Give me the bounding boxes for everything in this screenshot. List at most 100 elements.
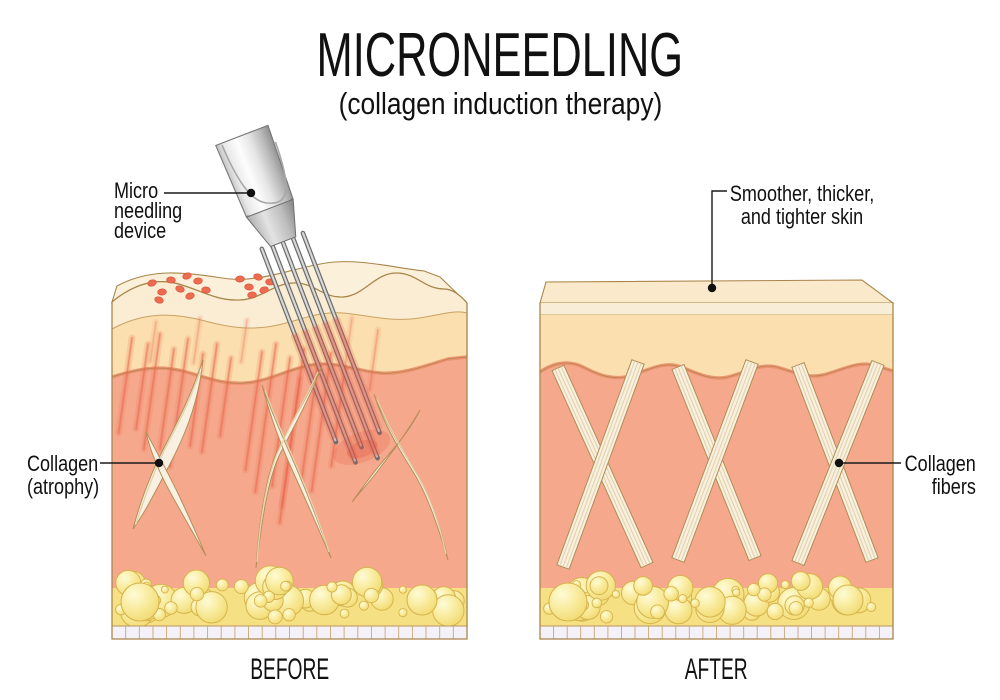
fat-cell <box>650 604 665 620</box>
fat-cell <box>398 608 408 618</box>
label-collagen-atrophy: Collagen (atrophy) <box>27 452 115 498</box>
panel-border <box>111 302 468 640</box>
damage-dot <box>182 272 192 280</box>
fat-cell <box>120 582 160 622</box>
label-line: Collagen <box>904 451 976 476</box>
fiber-strand <box>565 362 642 569</box>
fat-cell <box>267 609 283 625</box>
fat-cell <box>599 610 614 624</box>
inflammation-glow <box>333 429 391 465</box>
needles <box>259 230 382 465</box>
wound-streak <box>134 342 150 431</box>
wound-streak <box>218 356 233 438</box>
wound-streak <box>368 328 380 392</box>
fat-layer <box>115 565 465 628</box>
fat-cell <box>253 594 268 608</box>
wound-streak <box>219 357 232 437</box>
fat-cell <box>326 581 338 593</box>
inflammation-streak <box>314 326 362 444</box>
fat-cell <box>866 602 877 613</box>
leader-lines <box>100 190 901 464</box>
wound-streak <box>190 314 204 367</box>
inflammation-streak <box>311 324 364 447</box>
damage-dot <box>253 273 263 281</box>
after-panel <box>539 279 895 640</box>
fat-cell <box>358 600 369 611</box>
wound-streak <box>310 351 333 493</box>
inflammation-streak <box>321 320 380 458</box>
fiber-strand <box>559 360 636 567</box>
wound-streak <box>156 345 178 453</box>
device-body-seam <box>221 141 287 205</box>
wound-streak <box>159 348 175 450</box>
label-line: needling <box>114 198 183 223</box>
surface-line <box>111 272 468 304</box>
label-line: Smoother, thicker, <box>729 181 875 206</box>
fat-layer <box>543 570 877 625</box>
fiber-strand <box>794 361 876 562</box>
label-smoother-skin: Smoother, thicker, and tighter skin <box>712 182 892 228</box>
wound-streak <box>241 348 266 474</box>
wound-streak <box>115 334 136 437</box>
label-collagen-fibers: Collagen fibers <box>880 452 976 498</box>
label-microneedling-device: Micro needling device <box>114 180 197 243</box>
wound-streak <box>193 317 201 364</box>
inflammation-streak <box>301 328 358 462</box>
label-line: device <box>114 218 167 243</box>
inflammation-streak <box>293 334 336 439</box>
fat-cell <box>589 576 609 596</box>
wound-streak <box>149 321 157 363</box>
needle-inflammation <box>291 316 391 465</box>
wound-streak <box>200 342 219 454</box>
fat-cell <box>788 601 804 616</box>
label-line: Collagen <box>27 451 99 476</box>
fat-cell <box>233 579 249 595</box>
panel-border <box>539 303 894 640</box>
inflammation-glow <box>347 439 378 459</box>
fat-cell <box>189 586 205 602</box>
label-line: fibers <box>931 474 976 499</box>
dermis-line <box>539 362 894 379</box>
fat-cell <box>280 580 291 592</box>
fat-cell <box>780 580 790 590</box>
wound-streak <box>311 352 332 492</box>
wound-streak <box>146 318 160 366</box>
collagen-ribbon <box>261 384 332 559</box>
fat-cell <box>406 584 438 616</box>
dermis-line <box>111 356 468 384</box>
fat-cell <box>363 587 380 604</box>
wound-streak <box>216 354 235 440</box>
wound-streak <box>237 316 251 366</box>
wound-streak <box>192 316 202 365</box>
fat-cell <box>591 597 603 609</box>
smoother-leader-line <box>711 190 727 288</box>
fat-cell <box>195 591 228 624</box>
damage-dot <box>147 279 157 287</box>
needle-highlight <box>271 243 356 462</box>
leader-dots <box>154 188 844 468</box>
fat-cell <box>678 594 688 604</box>
wound-streak <box>366 326 382 394</box>
wound-streak <box>158 347 176 451</box>
device-collar <box>245 198 297 248</box>
fiber-strand <box>562 361 639 568</box>
needle-highlight <box>260 247 337 442</box>
fat-cell <box>690 598 700 608</box>
fat-cell <box>548 582 588 622</box>
damage-dot <box>247 291 257 299</box>
wound-streak <box>135 343 149 430</box>
caption-before: BEFORE <box>250 653 329 686</box>
fiber-strand <box>674 360 750 560</box>
wound-streak <box>369 329 379 391</box>
leader-dot <box>834 458 844 468</box>
epidermis-surface-band <box>540 303 893 315</box>
wound-streak <box>341 314 356 372</box>
epidermis-surface-band <box>112 273 467 329</box>
fat-cell <box>832 584 864 616</box>
damage-dot <box>235 275 245 283</box>
epidermis-band <box>540 315 893 379</box>
fat-cell <box>215 578 229 592</box>
wound-streak <box>201 343 218 453</box>
fiber-strand <box>677 361 753 561</box>
inflammation-streak <box>324 322 378 455</box>
